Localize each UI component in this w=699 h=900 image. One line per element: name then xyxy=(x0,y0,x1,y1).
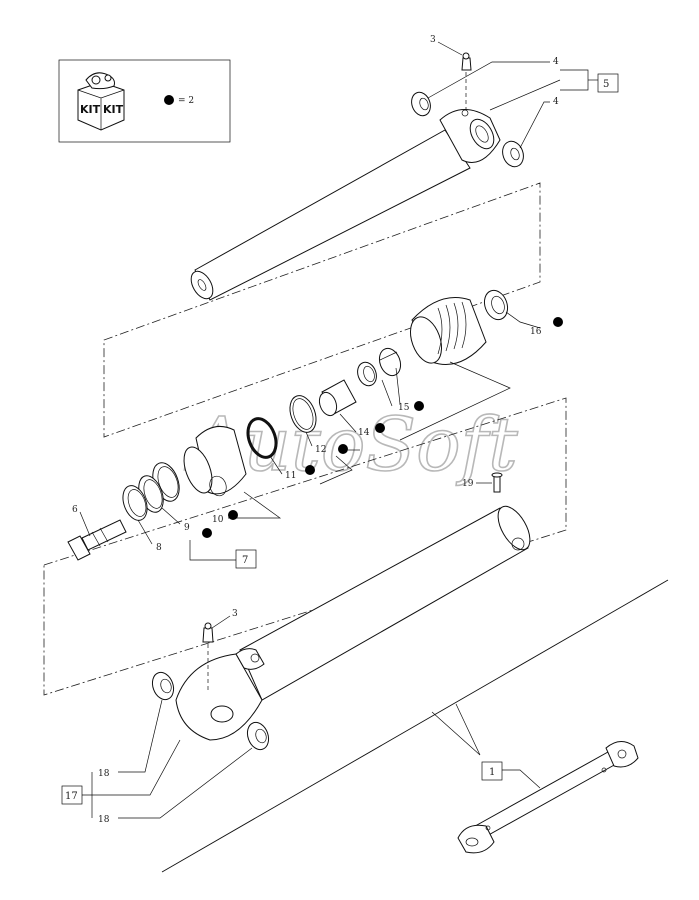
kit-dot-7 xyxy=(202,528,212,538)
screw-19 xyxy=(491,472,503,493)
callout-box-1 xyxy=(481,761,503,781)
callout-18-lower: 18 xyxy=(98,815,110,825)
seal-15-a xyxy=(378,347,402,377)
assembly-outline-upper xyxy=(103,182,541,438)
callout-box-7 xyxy=(235,549,257,569)
bushing-14 xyxy=(318,379,357,417)
callout-11: 11 xyxy=(285,471,296,481)
cylinder-barrel-upper xyxy=(190,109,501,301)
grease-fitting-upper xyxy=(461,52,472,110)
callout-5: 5 xyxy=(603,79,609,90)
kit-dot-14 xyxy=(375,423,385,433)
callout-3-bottom: 3 xyxy=(232,609,238,619)
callout-4-upper: 4 xyxy=(553,57,559,67)
seal-15-b xyxy=(357,361,377,387)
cylinder-rod-lower xyxy=(175,505,531,741)
kit-icon: KIT KIT xyxy=(77,72,125,131)
bushing-upper-right xyxy=(502,140,524,168)
callout-9: 9 xyxy=(184,523,190,533)
inset-divider xyxy=(161,579,669,873)
callout-7: 7 xyxy=(242,555,248,566)
callout-15: 15 xyxy=(398,403,410,413)
callout-18-upper: 18 xyxy=(98,769,110,779)
callout-1: 1 xyxy=(489,767,495,778)
grease-fitting-lower xyxy=(202,622,214,690)
kit-dot-12 xyxy=(338,444,348,454)
gland-nut xyxy=(409,297,487,365)
callout-box-5 xyxy=(597,73,619,93)
kit-note: = 2 xyxy=(178,96,194,106)
cylinder-assembly-inset xyxy=(457,741,639,854)
callout-14: 14 xyxy=(358,428,370,438)
seal-ring-16 xyxy=(483,289,509,321)
kit-label-left: KIT xyxy=(80,103,101,116)
piston xyxy=(183,425,247,497)
callout-4-lower: 4 xyxy=(553,97,559,107)
kit-dot-15 xyxy=(414,401,424,411)
o-ring-11 xyxy=(246,417,278,459)
seal-ring-8 xyxy=(122,485,148,521)
o-ring-12 xyxy=(289,395,317,433)
callout-19: 19 xyxy=(462,479,474,489)
callout-8: 8 xyxy=(156,543,162,553)
bushing-lower-left xyxy=(151,671,175,701)
callout-10: 10 xyxy=(212,515,224,525)
kit-dot-10 xyxy=(228,510,238,520)
callout-6: 6 xyxy=(72,505,78,515)
callout-3-top: 3 xyxy=(430,35,436,45)
callout-17: 17 xyxy=(65,791,78,802)
callout-16: 16 xyxy=(530,327,542,337)
kit-legend: KIT KIT = 2 xyxy=(58,59,231,143)
bushing-lower-right xyxy=(246,721,270,751)
kit-dot-16 xyxy=(553,317,563,327)
bushing-upper-left xyxy=(411,91,431,117)
bolt-6 xyxy=(67,519,127,561)
kit-dot-icon xyxy=(164,95,174,105)
assembly-outline-lower xyxy=(43,397,567,696)
kit-label-right: KIT xyxy=(103,103,124,116)
kit-dot-11 xyxy=(305,465,315,475)
callout-12: 12 xyxy=(315,445,326,455)
